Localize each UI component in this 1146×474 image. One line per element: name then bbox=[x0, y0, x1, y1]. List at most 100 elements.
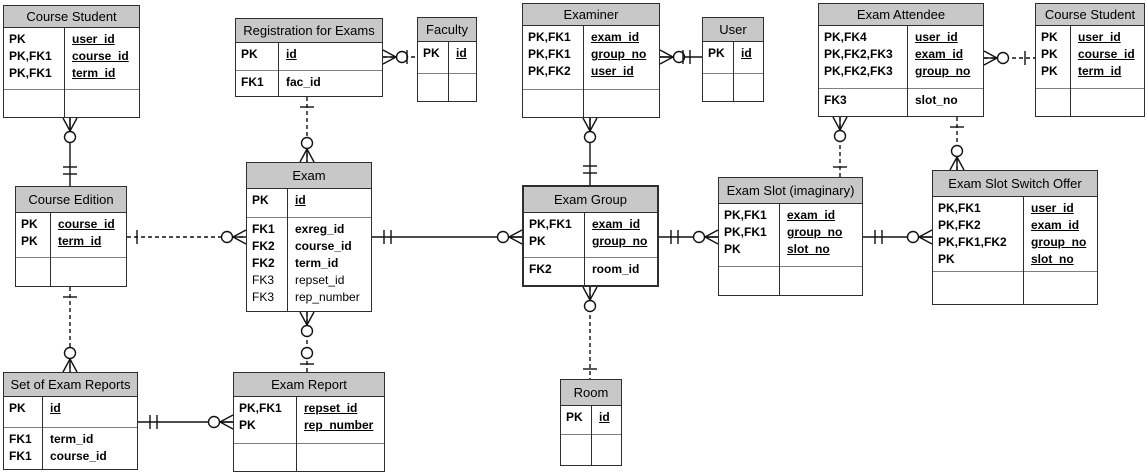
column-divider bbox=[584, 213, 585, 285]
column-divider bbox=[591, 406, 592, 465]
entity-title: Exam Group bbox=[524, 187, 657, 213]
key-cell: PK bbox=[938, 252, 955, 266]
attribute-cell: exreg_id bbox=[295, 222, 345, 236]
key-cell: FK3 bbox=[824, 93, 847, 107]
attribute-cell: rep_number bbox=[304, 418, 374, 432]
key-cell: PK bbox=[252, 193, 269, 207]
column-divider bbox=[1070, 26, 1071, 116]
column-divider bbox=[287, 189, 288, 311]
attribute-cell: exam_id bbox=[592, 217, 641, 231]
attribute-cell: group_no bbox=[1031, 235, 1087, 249]
column-divider bbox=[1023, 197, 1024, 304]
attributes-section bbox=[4, 89, 139, 117]
attribute-cell: id bbox=[295, 193, 306, 207]
connector-course-edition-to-exam bbox=[127, 229, 247, 245]
key-cell: PK bbox=[529, 234, 546, 248]
entity-title: Course Student bbox=[4, 6, 139, 28]
key-cell: PK,FK1,FK2 bbox=[938, 235, 1007, 249]
attribute-cell: group_no bbox=[787, 225, 843, 239]
attribute-cell: course_id bbox=[295, 239, 352, 253]
key-cell: PK,FK2 bbox=[938, 218, 981, 232]
attribute-cell: course_id bbox=[72, 49, 129, 63]
column-divider bbox=[448, 42, 449, 101]
attribute-cell: exam_id bbox=[1031, 218, 1080, 232]
key-cell: PK,FK2,FK3 bbox=[824, 47, 893, 61]
entity-title: Exam Report bbox=[234, 373, 384, 397]
attribute-cell: term_id bbox=[1078, 64, 1122, 78]
key-cell: PK,FK1 bbox=[529, 217, 572, 231]
key-cell: PK bbox=[21, 234, 38, 248]
key-cell: FK1 bbox=[9, 432, 32, 446]
attribute-row: PK,FK1,FK2 group_no bbox=[933, 234, 1097, 251]
attribute-row: PK term_id bbox=[1036, 63, 1144, 80]
key-cell: PK,FK1 bbox=[528, 47, 571, 61]
key-cell: PK bbox=[21, 217, 38, 231]
attribute-cell: term_id bbox=[72, 66, 116, 80]
attribute-cell: id bbox=[599, 410, 610, 424]
connector-registration-for-exams-to-exam bbox=[299, 97, 315, 163]
key-cell: FK1 bbox=[9, 449, 32, 463]
column-divider bbox=[50, 213, 51, 286]
attribute-cell: id bbox=[456, 46, 467, 60]
key-cell: PK,FK1 bbox=[239, 401, 282, 415]
column-divider bbox=[278, 43, 279, 96]
key-cell: PK,FK4 bbox=[824, 30, 867, 44]
entity-title: Examiner bbox=[523, 4, 659, 26]
attribute-cell: group_no bbox=[915, 64, 971, 78]
attribute-cell: fac_id bbox=[286, 75, 321, 89]
key-cell: PK bbox=[241, 47, 258, 61]
entity-title: User bbox=[703, 18, 763, 42]
key-cell: PK bbox=[724, 242, 741, 256]
key-cell: PK,FK1 bbox=[528, 30, 571, 44]
key-cell: PK bbox=[1041, 64, 1058, 78]
entity-title: Set of Exam Reports bbox=[4, 373, 137, 397]
entity-title: Room bbox=[561, 380, 621, 406]
attribute-cell: exam_id bbox=[591, 30, 640, 44]
attribute-cell: course_id bbox=[50, 449, 107, 463]
key-cell: FK3 bbox=[252, 290, 275, 304]
connector-exam-to-exam-group bbox=[372, 229, 523, 245]
attribute-cell: exam_id bbox=[915, 47, 964, 61]
column-divider bbox=[733, 42, 734, 101]
connector-exam-group-to-exam-slot-imaginary bbox=[659, 229, 719, 245]
column-divider bbox=[296, 397, 297, 471]
attributes-section bbox=[418, 73, 476, 101]
column-divider bbox=[907, 26, 908, 116]
attribute-row: FK1 course_id bbox=[4, 448, 137, 465]
attributes-section bbox=[523, 89, 659, 117]
key-cell: PK bbox=[1041, 47, 1058, 61]
column-divider bbox=[583, 26, 584, 117]
attribute-cell: course_id bbox=[58, 217, 115, 231]
attribute-cell: rep_number bbox=[295, 290, 360, 304]
